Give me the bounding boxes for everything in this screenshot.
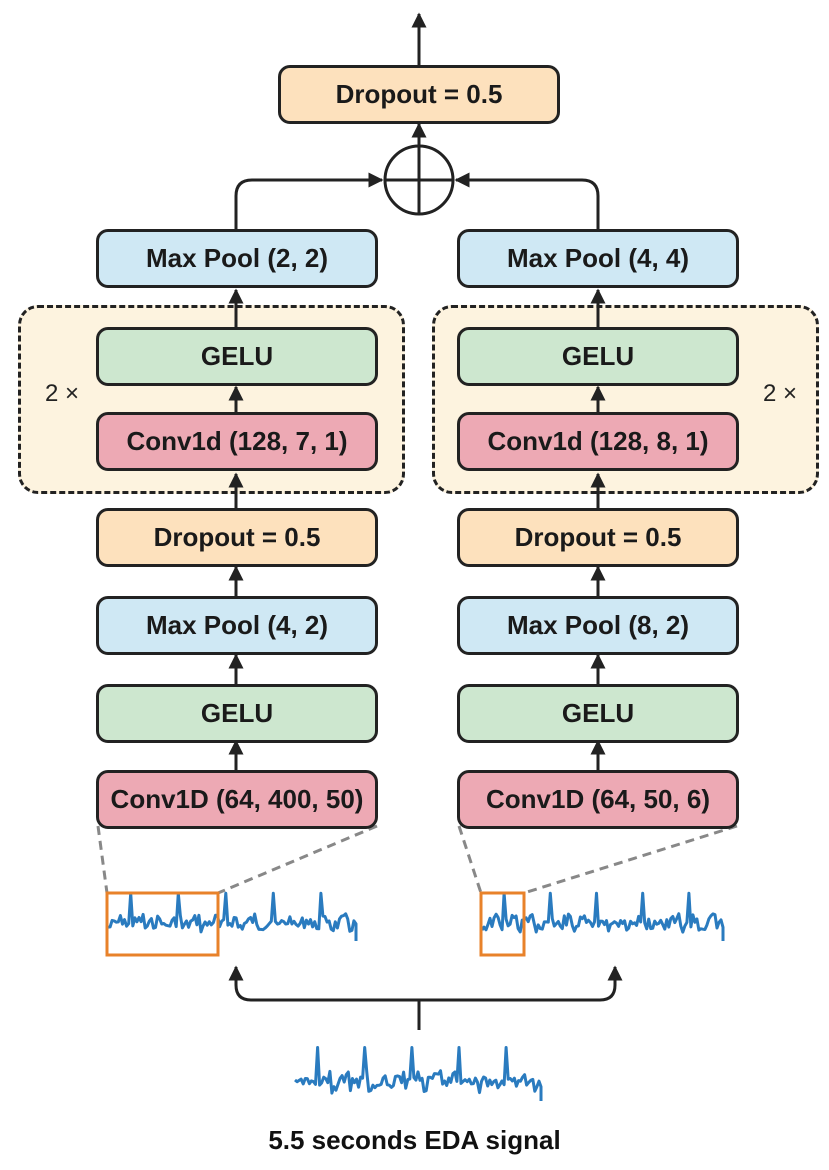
right-dropout-box: Dropout = 0.5 [457,508,739,567]
left-conv1d-2-box: Conv1d (128, 7, 1) [96,412,378,471]
input-eda-signal [294,1046,543,1101]
right-merge-arrow [454,172,600,229]
left-gelu-1-box: GELU [96,684,378,743]
right-gelu-2-box: GELU [457,327,739,386]
add-circle-icon [383,144,455,216]
right-maxpool-1-box: Max Pool (8, 2) [457,596,739,655]
right-conv1d-1-box: Conv1D (64, 50, 6) [457,770,739,829]
left-conv1d-1-box: Conv1D (64, 400, 50) [96,770,378,829]
left-zoom-line-b [217,824,378,895]
input-split-arrows [228,965,623,1002]
right-maxpool-2-box: Max Pool (4, 4) [457,229,739,288]
left-gelu-2-box: GELU [96,327,378,386]
right-zoom-line-b [523,824,738,895]
right-window-box [479,891,526,957]
left-maxpool-2-box: Max Pool (2, 2) [96,229,378,288]
left-dropout-box: Dropout = 0.5 [96,508,378,567]
left-maxpool-1-box: Max Pool (4, 2) [96,596,378,655]
right-conv1d-2-box: Conv1d (128, 8, 1) [457,412,739,471]
right-zoom-line-a [457,825,483,894]
output-dropout-box: Dropout = 0.5 [278,65,560,124]
left-zoom-line-a [96,825,109,894]
input-caption: 5.5 seconds EDA signal [268,1125,561,1155]
left-window-box [105,891,220,957]
right-repeat-label: 2 × [763,380,798,407]
left-merge-arrow [234,172,384,229]
right-eda-signal [480,891,725,941]
left-repeat-label: 2 × [45,380,80,407]
right-gelu-1-box: GELU [457,684,739,743]
left-eda-signal [107,891,358,941]
